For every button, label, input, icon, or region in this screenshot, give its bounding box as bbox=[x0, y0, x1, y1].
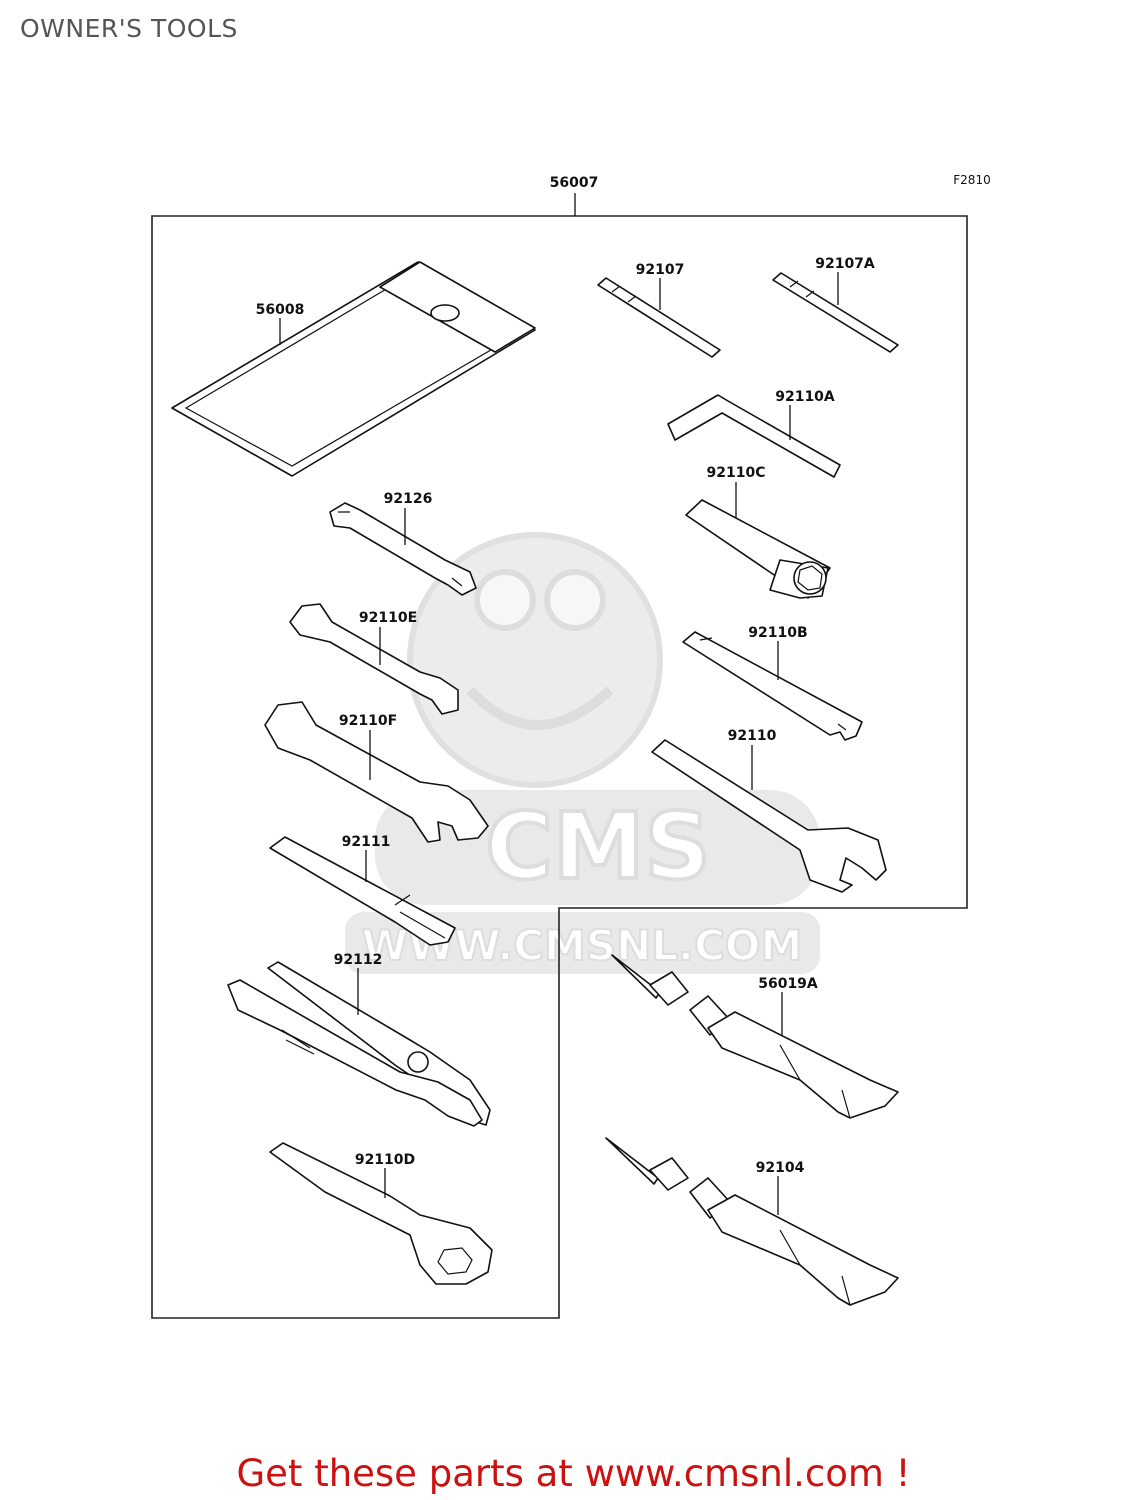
watermark-url: WWW.CMSNL.COM bbox=[362, 921, 803, 970]
callout-92110F: 92110F bbox=[339, 713, 397, 729]
wrench-large bbox=[264, 701, 489, 843]
grease-tube bbox=[605, 1137, 899, 1306]
tool-pouch bbox=[171, 261, 536, 477]
callout-92104: 92104 bbox=[756, 1160, 805, 1176]
figure-code: F2810 bbox=[953, 173, 990, 187]
callout-92107: 92107 bbox=[636, 262, 685, 278]
callout-92111: 92111 bbox=[342, 834, 391, 850]
callout-92110A: 92110A bbox=[775, 389, 835, 405]
page-title: OWNER'S TOOLS bbox=[20, 14, 238, 43]
kit-outline bbox=[151, 215, 968, 1319]
spanner-large bbox=[651, 739, 887, 893]
callout-92110E: 92110E bbox=[359, 610, 417, 626]
callout-92126: 92126 bbox=[384, 491, 433, 507]
wrench-medium bbox=[289, 603, 459, 715]
watermark-brand: CMS bbox=[485, 793, 710, 900]
callout-56008: 56008 bbox=[256, 302, 305, 318]
parts-diagram: CMS WWW.CMSNL.COM 56007 F2810 56008 9210… bbox=[151, 173, 991, 1319]
ring-spanner bbox=[269, 1142, 493, 1285]
cms-watermark: CMS WWW.CMSNL.COM bbox=[345, 532, 820, 974]
callout-92110C: 92110C bbox=[707, 465, 766, 481]
spark-plug-socket bbox=[685, 499, 831, 599]
flat-spanner bbox=[682, 631, 863, 741]
callout-92110B: 92110B bbox=[748, 625, 807, 641]
callout-56019A: 56019A bbox=[758, 976, 818, 992]
wrench-small bbox=[329, 502, 477, 596]
callout-56007: 56007 bbox=[550, 175, 599, 191]
callout-92112: 92112 bbox=[334, 952, 383, 968]
driver-bit-a bbox=[772, 272, 899, 353]
hex-key bbox=[667, 394, 841, 478]
callout-92110: 92110 bbox=[728, 728, 777, 744]
pliers bbox=[227, 961, 491, 1127]
callout-92110D: 92110D bbox=[355, 1152, 415, 1168]
grease-tube-a bbox=[611, 954, 899, 1119]
driver-bit bbox=[597, 277, 721, 358]
handle-bar bbox=[269, 836, 456, 946]
footer-cta-link[interactable]: Get these parts at www.cmsnl.com ! bbox=[236, 1452, 911, 1495]
callout-92107A: 92107A bbox=[815, 256, 875, 272]
